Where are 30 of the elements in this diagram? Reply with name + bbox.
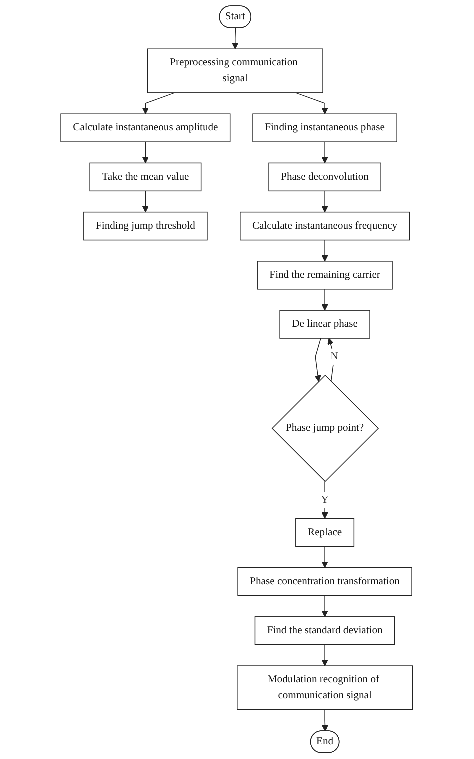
node-box: Calculate instantaneous frequency bbox=[240, 212, 410, 241]
arrow bbox=[296, 92, 328, 114]
arrow bbox=[322, 289, 328, 311]
arrow bbox=[322, 142, 328, 164]
arrow bbox=[322, 644, 328, 666]
node-box: Phase concentration transformation bbox=[238, 567, 413, 596]
arrow bbox=[322, 595, 328, 618]
arrow bbox=[142, 142, 150, 164]
arrow bbox=[142, 190, 150, 213]
node-diamond: Phase jump point? bbox=[272, 375, 380, 482]
arrow bbox=[322, 709, 329, 732]
node-box: Take the mean value bbox=[90, 162, 202, 192]
node-box: Finding instantaneous phase bbox=[252, 114, 398, 142]
edge-label: N bbox=[330, 351, 338, 363]
node-box: Modulation recognition of communication signal bbox=[237, 666, 414, 710]
node-box: Finding jump threshold bbox=[84, 212, 208, 241]
node-box: Calculate instantaneous amplitude bbox=[60, 114, 231, 142]
arrow bbox=[322, 240, 328, 262]
node-box: Preprocessing communication signal bbox=[147, 48, 324, 94]
edge-label: Y bbox=[321, 494, 329, 506]
arrow bbox=[142, 92, 176, 114]
node-box: Find the standard deviation bbox=[254, 616, 396, 646]
arrow bbox=[322, 546, 328, 568]
node-box: Replace bbox=[296, 518, 355, 548]
node-box: Find the remaining carrier bbox=[257, 261, 394, 290]
arrow bbox=[314, 338, 322, 382]
node-box: De linear phase bbox=[280, 310, 371, 339]
arrow bbox=[232, 28, 239, 50]
node-box: Phase deconvolution bbox=[268, 162, 382, 192]
arrow bbox=[322, 190, 328, 213]
